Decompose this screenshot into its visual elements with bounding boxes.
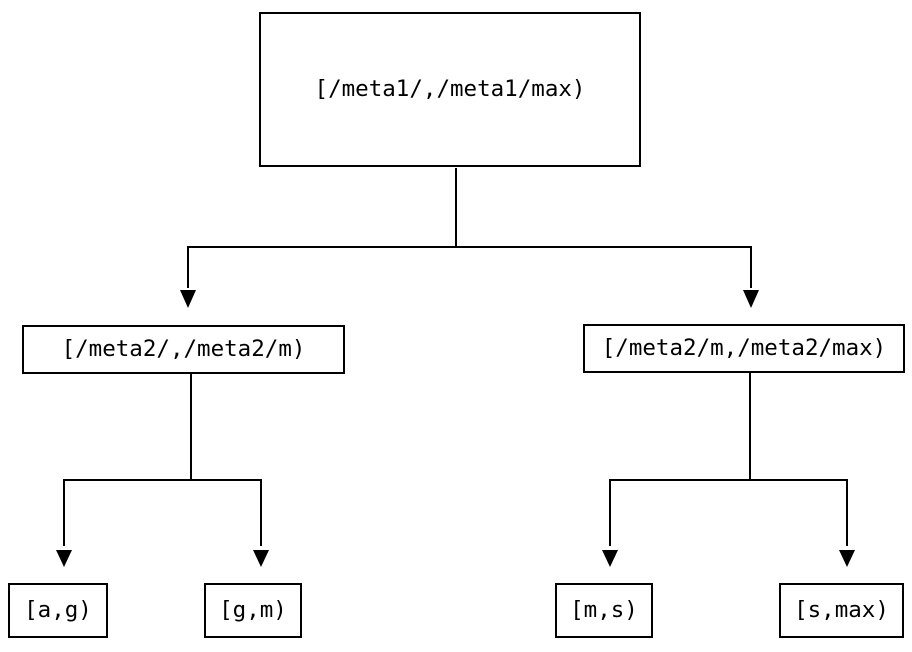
- arrowhead-to-s-max: [839, 550, 855, 567]
- arrowhead-to-meta2-low: [180, 290, 196, 308]
- edge-meta2-low-branch: [63, 479, 262, 546]
- arrowhead-to-m-s: [602, 550, 618, 567]
- node-g-m-label: [g,m): [219, 597, 287, 624]
- arrowhead-to-g-m: [253, 550, 269, 567]
- edge-root-branch: [187, 246, 752, 288]
- node-meta2-high-range: [/meta2/m,/meta2/max): [583, 324, 905, 373]
- node-meta1-range-label: [/meta1/,/meta1/max): [314, 76, 586, 103]
- node-m-s-label: [m,s): [570, 597, 638, 624]
- node-meta2-low-range: [/meta2/,/meta2/m): [22, 325, 345, 374]
- node-m-s: [m,s): [555, 583, 653, 638]
- node-s-max-label: [s,max): [794, 597, 889, 624]
- arrowhead-to-meta2-high: [743, 290, 759, 308]
- node-meta2-low-range-label: [/meta2/,/meta2/m): [61, 336, 306, 363]
- node-g-m: [g,m): [204, 583, 302, 638]
- node-s-max: [s,max): [779, 583, 904, 638]
- node-meta2-high-range-label: [/meta2/m,/meta2/max): [601, 335, 887, 362]
- node-meta1-range: [/meta1/,/meta1/max): [259, 12, 641, 167]
- node-a-g: [a,g): [8, 583, 108, 638]
- edge-meta2-high-branch: [609, 479, 848, 546]
- arrowhead-to-a-g: [56, 550, 72, 567]
- node-a-g-label: [a,g): [24, 597, 92, 624]
